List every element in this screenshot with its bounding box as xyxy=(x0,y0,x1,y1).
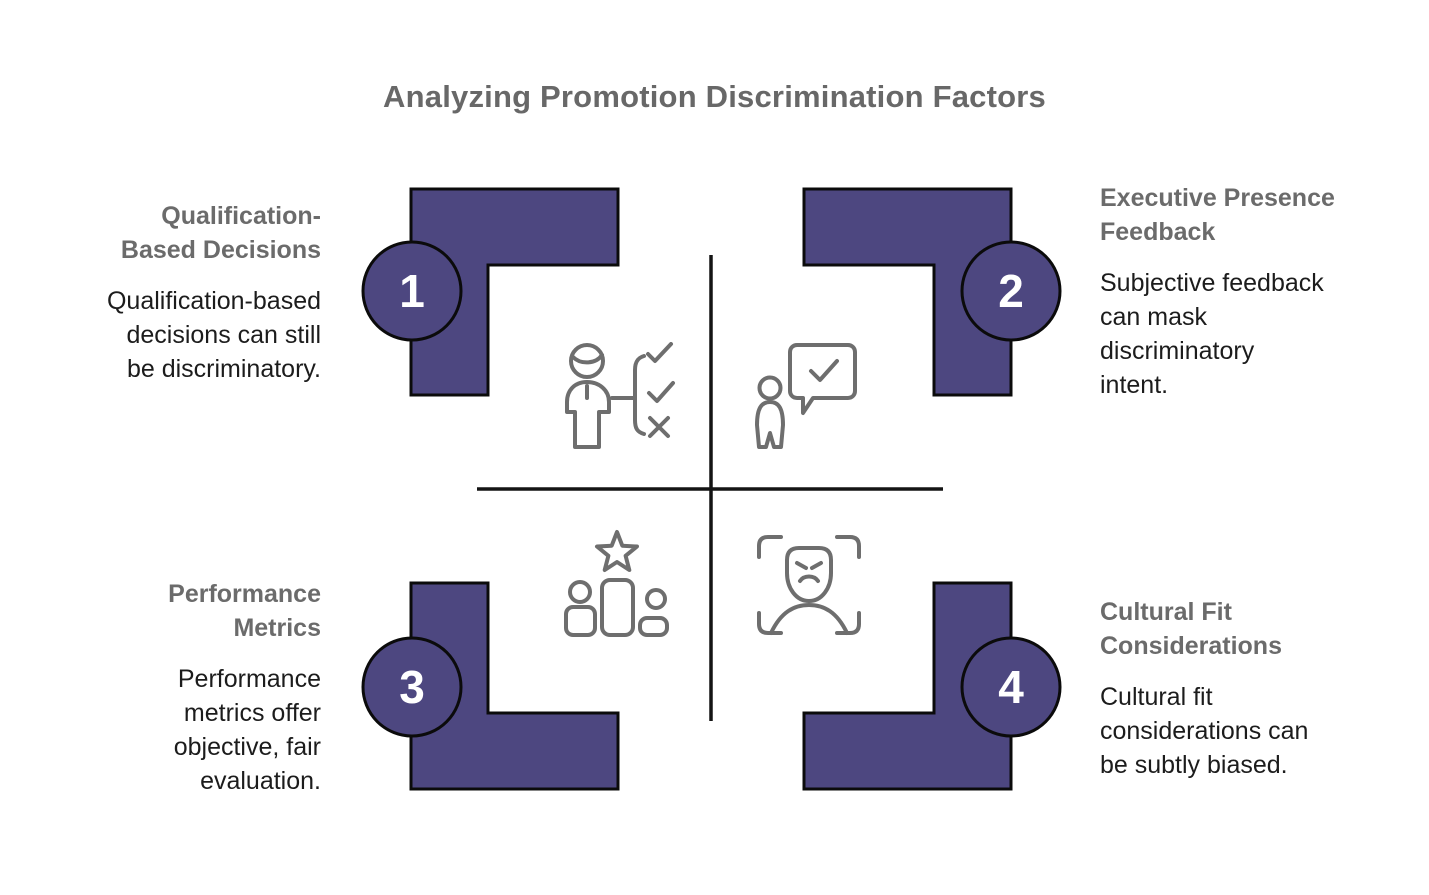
body-line: evaluation. xyxy=(200,767,321,795)
person-checklist-icon xyxy=(565,342,675,449)
body-line: Cultural fit xyxy=(1100,683,1213,711)
quadrant-1-heading: Qualification- Based Decisions xyxy=(41,199,321,267)
body-line: Performance xyxy=(177,665,321,693)
heading-line: Qualification- xyxy=(161,202,321,230)
quadrant-2-body: Subjective feedback can mask discriminat… xyxy=(1100,266,1390,402)
quadrant-2-text: Executive Presence Feedback Subjective f… xyxy=(1100,181,1390,402)
speech-bubble-check-icon xyxy=(755,343,857,449)
step-3-number-circle xyxy=(361,636,463,738)
body-line: intent. xyxy=(1100,371,1169,399)
face-scan-icon xyxy=(757,535,861,635)
body-line: metrics offer xyxy=(183,699,321,727)
body-line: be subtly biased. xyxy=(1100,751,1288,779)
quadrant-4-heading: Cultural Fit Considerations xyxy=(1100,595,1390,663)
heading-line: Executive Presence xyxy=(1100,184,1335,212)
step-2-number: 2 xyxy=(998,265,1024,317)
body-line: objective, fair xyxy=(173,733,321,761)
heading-line: Based Decisions xyxy=(120,236,321,264)
quadrant-3-heading: Performance Metrics xyxy=(41,577,321,645)
step-1-number: 1 xyxy=(399,265,425,317)
quadrant-1-text: Qualification- Based Decisions Qualifica… xyxy=(41,199,321,386)
body-line: considerations can xyxy=(1100,717,1309,745)
heading-line: Performance xyxy=(168,580,321,608)
quadrant-3-text: Performance Metrics Performance metrics … xyxy=(41,577,321,798)
heading-line: Feedback xyxy=(1100,218,1216,246)
body-line: Qualification-based xyxy=(106,287,321,315)
body-line: discriminatory xyxy=(1100,337,1255,365)
step-1-block xyxy=(409,187,620,397)
step-1-number-circle xyxy=(361,240,463,342)
heading-line: Metrics xyxy=(233,614,321,642)
step-4-block xyxy=(802,581,1013,791)
quadrant-4-body: Cultural fit considerations can be subtl… xyxy=(1100,680,1390,782)
body-line: decisions can still xyxy=(126,321,321,349)
body-line: be discriminatory. xyxy=(126,355,321,383)
quadrant-2-heading: Executive Presence Feedback xyxy=(1100,181,1390,249)
quadrant-1-body: Qualification-based decisions can still … xyxy=(41,284,321,386)
step-3-number: 3 xyxy=(399,661,425,713)
step-4-number-circle xyxy=(960,636,1062,738)
ranking-star-icon xyxy=(564,530,669,637)
step-4-number: 4 xyxy=(998,661,1024,713)
body-line: can mask xyxy=(1100,303,1207,331)
body-line: Subjective feedback xyxy=(1100,269,1324,297)
quadrant-4-text: Cultural Fit Considerations Cultural fit… xyxy=(1100,595,1390,782)
step-3-block xyxy=(409,581,620,791)
page-title: Analyzing Promotion Discrimination Facto… xyxy=(383,79,1046,114)
heading-line: Considerations xyxy=(1100,632,1282,660)
heading-line: Cultural Fit xyxy=(1100,598,1232,626)
quadrant-3-body: Performance metrics offer objective, fai… xyxy=(41,662,321,798)
step-2-number-circle xyxy=(960,240,1062,342)
step-2-block xyxy=(802,187,1013,397)
